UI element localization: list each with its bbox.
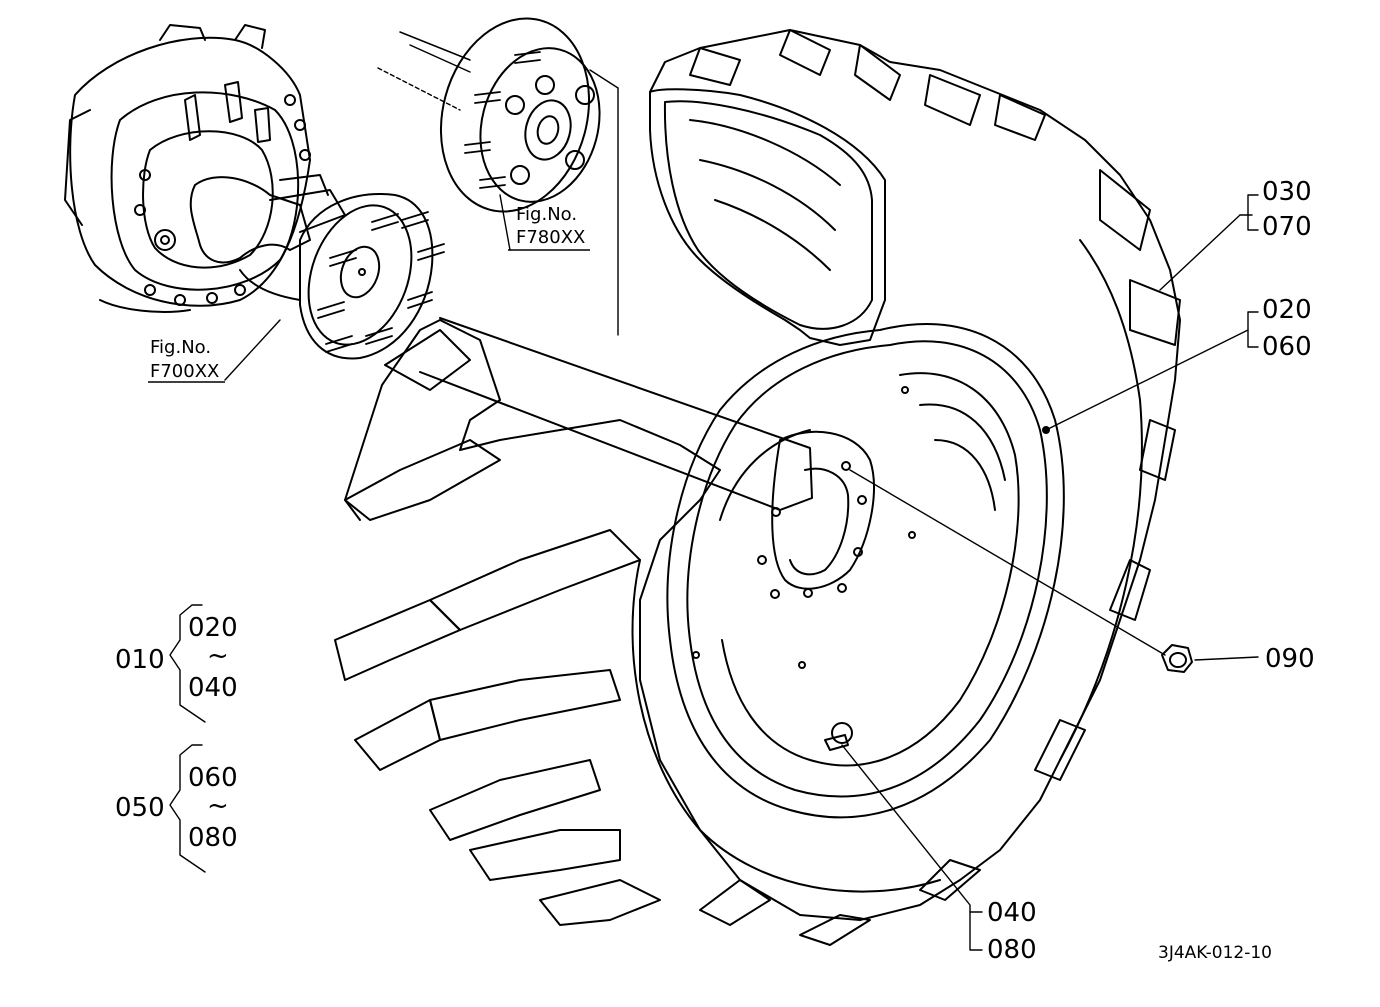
group-050-to: 080 <box>188 823 238 853</box>
callout-030: 030 <box>1262 177 1312 207</box>
group-050-tilde: ~ <box>207 791 229 821</box>
inner-hub-flange <box>299 193 445 360</box>
group-010-from: 020 <box>188 613 238 643</box>
callout-060: 060 <box>1262 332 1312 362</box>
axle-housing-drawing <box>64 24 346 313</box>
callout-080: 080 <box>987 935 1037 965</box>
ref-f780-line2: F780XX <box>516 227 585 248</box>
group-010-label: 010 <box>115 645 165 675</box>
callout-labels: 030 070 020 060 090 040 080 010 020 ~ 04… <box>115 177 1315 965</box>
ref-f700-line1: Fig.No. <box>150 337 211 358</box>
ref-f780-line1: Fig.No. <box>516 204 577 225</box>
drawing-code: 3J4AK-012-10 <box>1158 943 1272 963</box>
group-050-label: 050 <box>115 793 165 823</box>
tire-drawing <box>334 29 1181 946</box>
wheel-nut-drawing <box>1161 644 1193 673</box>
ref-f700-line2: F700XX <box>150 361 219 382</box>
leader-lines <box>169 67 1259 951</box>
axle-shaft <box>419 317 813 511</box>
group-010-to: 040 <box>188 673 238 703</box>
group-010-tilde: ~ <box>207 641 229 671</box>
callout-020: 020 <box>1262 295 1312 325</box>
callout-070: 070 <box>1262 212 1312 242</box>
callout-040: 040 <box>987 898 1037 928</box>
wheel-rim-drawing <box>666 323 1065 819</box>
callout-090: 090 <box>1265 644 1315 674</box>
outer-hub-drawing <box>399 17 601 213</box>
group-050-from: 060 <box>188 763 238 793</box>
